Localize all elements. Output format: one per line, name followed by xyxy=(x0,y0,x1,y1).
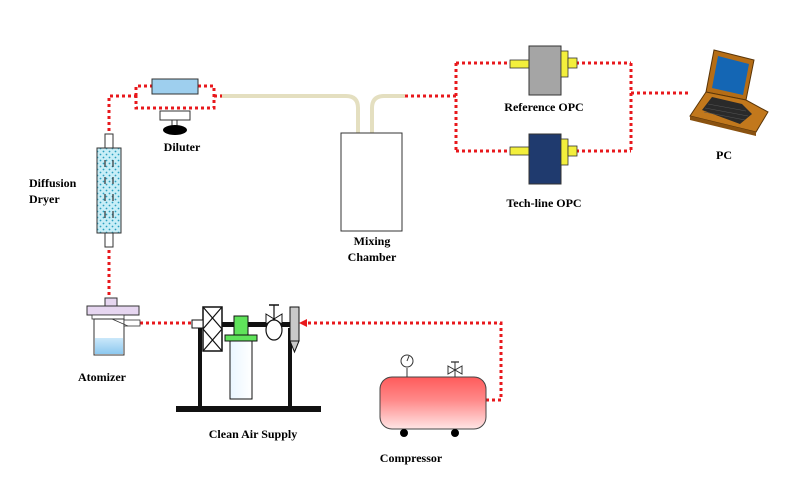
diffusion-dryer-label-line2: Dryer xyxy=(29,192,60,206)
diffusion-dryer-label-line1: Diffusion xyxy=(29,176,77,190)
reference-opc-label: Reference OPC xyxy=(504,100,584,114)
diluter-label: Diluter xyxy=(163,140,201,154)
compressor xyxy=(379,354,487,437)
line-compressor-to-supply xyxy=(305,321,503,402)
pc-label: PC xyxy=(716,148,732,162)
diluter xyxy=(151,78,199,135)
mixing-chamber-label-line2: Chamber xyxy=(347,250,397,264)
flow-lines xyxy=(107,61,690,402)
techline-opc-label: Tech-line OPC xyxy=(506,196,582,210)
mixing-chamber-label-line1: Mixing xyxy=(353,234,391,248)
atomizer-label: Atomizer xyxy=(78,370,126,384)
techline-opc xyxy=(509,133,578,185)
clean-air-supply-label: Clean Air Supply xyxy=(208,427,298,441)
clean-air-supply xyxy=(176,304,321,412)
diffusion-dryer xyxy=(96,133,122,248)
flow-arrow-head xyxy=(299,319,307,327)
tube-lines xyxy=(220,94,405,133)
reference-opc xyxy=(509,45,578,96)
line-diluter-loop xyxy=(134,84,216,110)
line-dryer-to-diluter xyxy=(107,94,136,137)
atomizer xyxy=(86,297,141,356)
mixing-chamber xyxy=(340,132,403,232)
laptop-icon xyxy=(689,49,769,136)
compressor-label: Compressor xyxy=(379,451,443,465)
